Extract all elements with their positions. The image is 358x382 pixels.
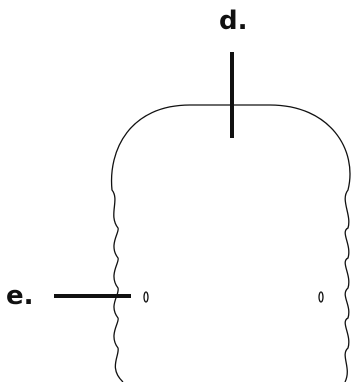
label-e: e. [6, 281, 34, 311]
body-outline [110, 104, 351, 382]
label-d: d. [219, 6, 248, 36]
left-pore [143, 291, 149, 303]
right-pore [318, 291, 324, 303]
